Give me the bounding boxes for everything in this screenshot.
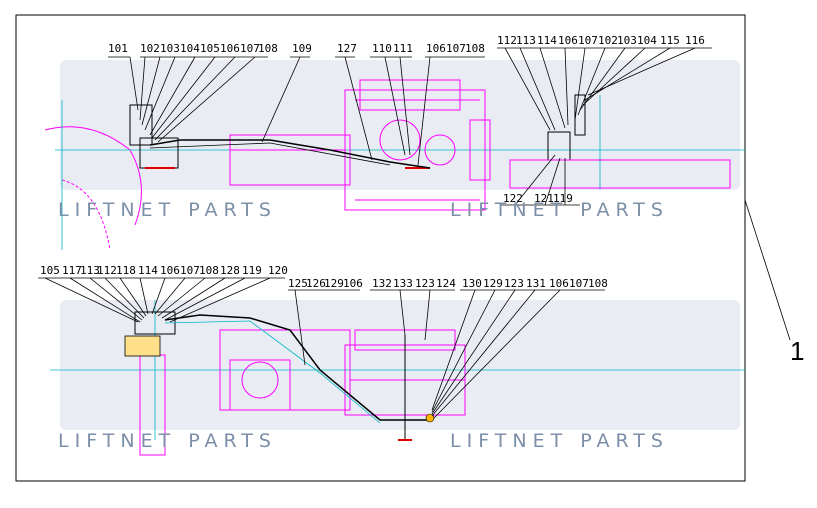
callout-107b: 107 [446,42,466,55]
callout-103: 103 [160,42,180,55]
callout-132: 132 [372,277,392,290]
callout-125: 125 [288,277,308,290]
bracket-lower-tag [124,335,161,357]
watermark-text-2: LIFTNET PARTS [450,199,669,221]
callouts-upper-right: 112 113 114 106 107 102 103 104 115 116 [497,34,705,47]
callout-127: 127 [337,42,357,55]
callout-107: 107 [240,42,260,55]
callout-l113: 113 [80,264,100,277]
callout-107c: 107 [578,34,598,47]
callouts-lower-mid: 125 126 129 106 132 133 123 124 [288,277,456,290]
callout-107e: 107 [569,277,589,290]
callout-106d: 106 [343,277,363,290]
callout-126: 126 [306,277,326,290]
callout-101: 101 [108,42,128,55]
callout-l108: 108 [199,264,219,277]
callout-l128: 128 [220,264,240,277]
watermark-text-1: LIFTNET PARTS [58,199,277,221]
watermark-text-3: LIFTNET PARTS [58,430,277,452]
callout-123b: 123 [504,277,524,290]
callouts-upper-left: 101 102 103 104 105 106 107 108 109 127 [108,42,357,55]
leader-lines [38,47,791,419]
harness-lower-b [164,320,381,424]
callout-l118: 118 [116,264,136,277]
callout-106: 106 [220,42,240,55]
callout-113: 113 [516,34,536,47]
watermark-text-4: LIFTNET PARTS [450,430,669,452]
callout-l106: 106 [160,264,180,277]
callout-105: 105 [200,42,220,55]
callouts-upper-mid: 110 111 106 107 108 [372,42,485,55]
callout-l107: 107 [180,264,200,277]
callout-102c: 102 [598,34,618,47]
callout-133: 133 [393,277,413,290]
callout-122: 122 [503,192,523,205]
callout-112: 112 [497,34,517,47]
callout-l117: 117 [62,264,82,277]
callout-106b: 106 [426,42,446,55]
callout-116: 116 [685,34,705,47]
harness-lower [164,314,430,421]
watermark-logo [60,60,740,430]
callouts-upper-right-low: 122 121 119 [503,192,573,205]
callout-106c: 106 [558,34,578,47]
callout-l112: 112 [97,264,117,277]
callout-119: 119 [553,192,573,205]
harness-upper [149,139,431,169]
callout-l114: 114 [138,264,158,277]
callout-108e: 108 [588,277,608,290]
callout-123: 123 [415,277,435,290]
callout-114: 114 [537,34,557,47]
callout-129b: 129 [483,277,503,290]
assembly-number: 1 [790,336,804,366]
callouts-lower-left: 105 117 113 112 118 114 106 107 108 128 … [40,264,288,277]
watermark-texts: LIFTNET PARTS LIFTNET PARTS LIFTNET PART… [58,199,669,452]
callout-102: 102 [140,42,160,55]
callout-108: 108 [258,42,278,55]
wheel-arc [61,179,111,251]
engine-lower [219,329,466,416]
callout-108b: 108 [465,42,485,55]
callout-111: 111 [393,42,413,55]
callout-104c: 104 [637,34,657,47]
callouts-lower-right: 130 129 123 131 106 107 108 [462,277,608,290]
callout-104: 104 [180,42,200,55]
callout-130: 130 [462,277,482,290]
callout-l120: 120 [268,264,288,277]
drawing-frame [15,14,746,482]
callout-110: 110 [372,42,392,55]
callout-103c: 103 [617,34,637,47]
callout-131: 131 [526,277,546,290]
frame-rail-right [509,159,731,189]
callout-106e: 106 [549,277,569,290]
callout-109: 109 [292,42,312,55]
callout-l119: 119 [242,264,262,277]
upper-view [44,79,745,251]
harness-upper-b [149,142,391,166]
lower-view [50,300,745,456]
callout-115: 115 [660,34,680,47]
callout-124: 124 [436,277,456,290]
callout-121: 121 [534,192,554,205]
callout-l105: 105 [40,264,60,277]
callout-129: 129 [324,277,344,290]
